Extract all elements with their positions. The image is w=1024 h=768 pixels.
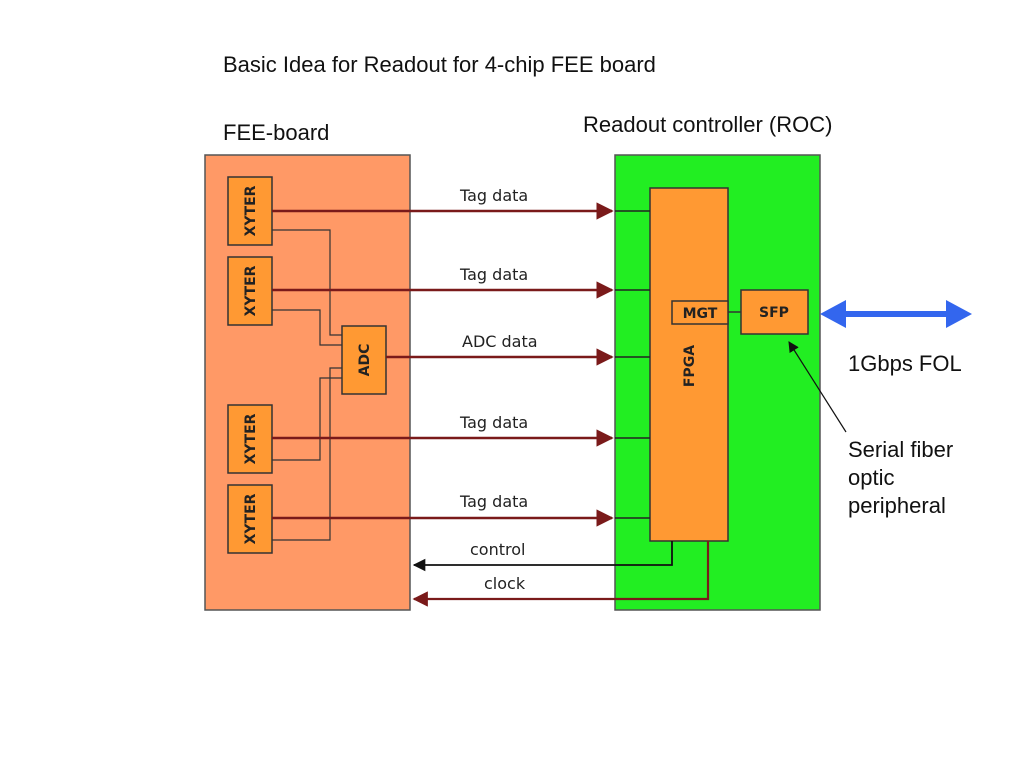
sfp-note-line-3: peripheral: [848, 493, 946, 518]
adc-label: ADC: [357, 344, 373, 377]
tag-data-label-3: Tag data: [459, 413, 528, 432]
mgt-label: MGT: [683, 306, 718, 322]
fol-arrowhead-right: [946, 300, 972, 328]
fol-label: 1Gbps FOL: [848, 351, 962, 376]
xyter-chip-1-label: XYTER: [243, 185, 259, 236]
fol-arrowhead-left: [820, 300, 846, 328]
data-links: [272, 202, 614, 527]
fpga-block: FPGA: [649, 187, 729, 542]
tag-data-label-2: Tag data: [459, 265, 528, 284]
roc-caption: Readout controller (ROC): [583, 112, 833, 137]
slide-title: Basic Idea for Readout for 4-chip FEE bo…: [223, 52, 656, 77]
sfp-note-line-2: optic: [848, 465, 895, 490]
xyter-chip-2: XYTER: [227, 256, 273, 326]
sfp-block: SFP: [740, 289, 809, 335]
fee-internal-wiring: [272, 229, 342, 541]
fiber-optic-link: [820, 300, 972, 328]
fpga-input-stubs: [615, 210, 650, 519]
fee-board-caption: FEE-board: [223, 120, 330, 145]
sfp-pointer-line: [788, 341, 847, 433]
mgt-block: MGT: [671, 300, 729, 325]
clock-arrow: [412, 541, 710, 607]
xyter-chip-4: XYTER: [227, 484, 273, 554]
sfp-label: SFP: [759, 305, 789, 321]
clock-label: clock: [484, 574, 526, 593]
xyter-chip-1: XYTER: [227, 176, 273, 246]
tag-data-label-4: Tag data: [459, 492, 528, 511]
xyter-chip-2-label: XYTER: [243, 265, 259, 316]
xyter-chip-3-label: XYTER: [243, 413, 259, 464]
adc-chip: ADC: [341, 325, 387, 395]
xyter-chip-4-label: XYTER: [243, 493, 259, 544]
sfp-note-line-1: Serial fiber: [848, 437, 954, 462]
fpga-label: FPGA: [682, 345, 698, 387]
xyter-chip-3: XYTER: [227, 404, 273, 474]
adc-data-label: ADC data: [462, 332, 538, 351]
control-arrow: [412, 541, 673, 572]
tag-data-label-1: Tag data: [459, 186, 528, 205]
sfp-note: Serial fiber optic peripheral: [848, 436, 1008, 520]
control-label: control: [470, 540, 525, 559]
